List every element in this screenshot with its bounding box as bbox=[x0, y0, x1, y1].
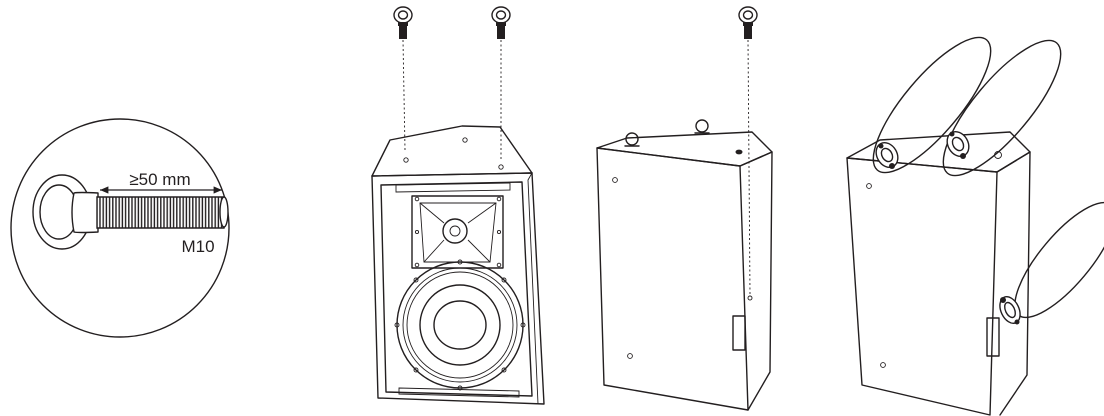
eyebolt-small-1 bbox=[393, 6, 413, 151]
rigging-strap-2 bbox=[942, 39, 1062, 177]
length-label: ≥50 mm bbox=[129, 170, 190, 189]
eyebolt-detail: ≥50 mm M10 bbox=[10, 118, 230, 338]
horn-frame bbox=[411, 195, 504, 269]
thread-size-label: M10 bbox=[181, 237, 214, 256]
shackle-3 bbox=[999, 296, 1021, 325]
shackle-1 bbox=[875, 141, 899, 169]
eyebolt-collar bbox=[71, 191, 99, 234]
eyebolt-small-3 bbox=[738, 6, 758, 296]
eyebolt-small-2 bbox=[491, 6, 511, 160]
shackle-2 bbox=[946, 130, 970, 159]
eyebolt-thread bbox=[96, 196, 227, 229]
rigging-strap-1 bbox=[872, 36, 992, 174]
woofer bbox=[396, 261, 524, 389]
speaker-rigged-view bbox=[846, 36, 1104, 416]
speaker-rear-view bbox=[596, 119, 773, 411]
speaker-front-view bbox=[371, 125, 545, 405]
